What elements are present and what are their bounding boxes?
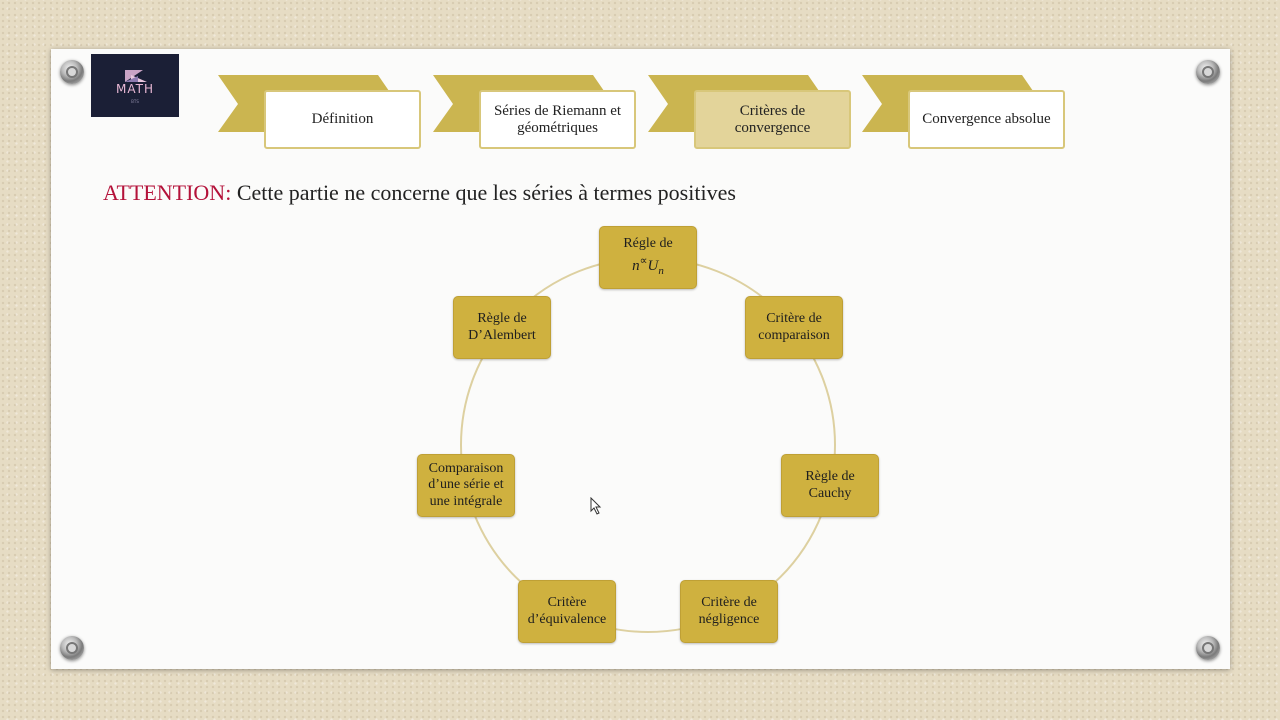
cycle-node-regle-n-alpha: Régle de n∝Un	[599, 226, 697, 289]
pin-bottom-left-icon	[60, 636, 84, 660]
logo-triangle-icon	[125, 70, 147, 82]
attention-text: Cette partie ne concerne que les séries …	[231, 180, 736, 205]
cycle-node-critere-negligence: Critère de négligence	[680, 580, 778, 643]
cycle-node-critere-comparaison: Critère de comparaison	[745, 296, 843, 359]
step-label: Convergence absolue	[908, 90, 1065, 149]
cycle-node-regle-cauchy: Règle de Cauchy	[781, 454, 879, 517]
cycle-node-critere-equivalence: Critère d’équivalence	[518, 580, 616, 643]
step-label: Critères de convergence	[694, 90, 851, 149]
cycle-node-comparaison-integrale: Comparaison d’une série et une intégrale	[417, 454, 515, 517]
step-convergence-absolue[interactable]: Convergence absolue	[862, 75, 1072, 151]
pin-top-left-icon	[60, 60, 84, 84]
attention-line: ATTENTION: Cette partie ne concerne que …	[103, 180, 736, 206]
attention-label: ATTENTION:	[103, 180, 232, 205]
logo-subtext: BTS	[131, 99, 139, 104]
step-label: Séries de Riemann et géométriques	[479, 90, 636, 149]
pin-bottom-right-icon	[1196, 636, 1220, 660]
step-label: Définition	[264, 90, 421, 149]
step-series-riemann[interactable]: Séries de Riemann et géométriques	[433, 75, 643, 151]
math-expression: n∝Un	[632, 254, 664, 277]
step-criteres-convergence[interactable]: Critères de convergence	[648, 75, 858, 151]
pin-top-right-icon	[1196, 60, 1220, 84]
math-logo: MATH BTS	[91, 54, 179, 117]
cycle-node-label: Régle de	[623, 236, 673, 251]
cycle-node-regle-dalembert: Règle de D’Alembert	[453, 296, 551, 359]
slide	[51, 49, 1230, 669]
mouse-cursor-icon	[590, 497, 602, 515]
logo-text: MATH	[116, 82, 154, 96]
step-definition[interactable]: Définition	[218, 75, 428, 151]
